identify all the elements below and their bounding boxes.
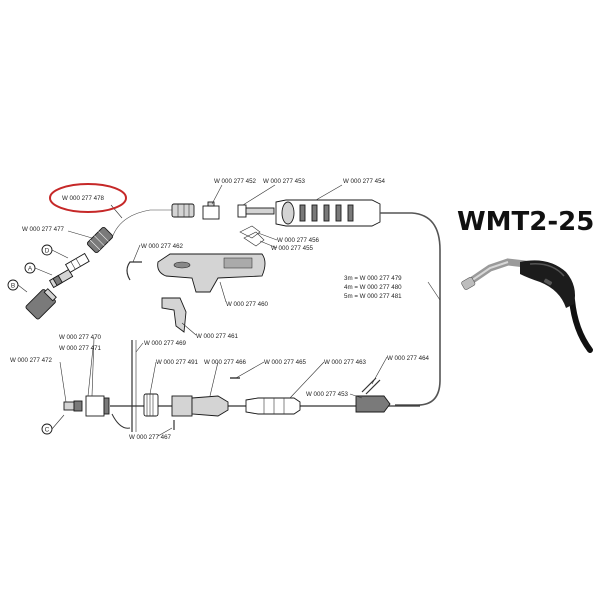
label-453-bottom: W 000 277 453 bbox=[306, 391, 349, 398]
label-455: W 000 277 455 bbox=[271, 245, 314, 252]
label-453-top: W 000 277 453 bbox=[263, 178, 306, 185]
label-477: W 000 277 477 bbox=[22, 226, 65, 233]
letter-A: A bbox=[28, 266, 33, 273]
label-460: W 000 277 460 bbox=[226, 301, 269, 308]
part-labels: W 000 277 478 W 000 277 477 W 000 277 45… bbox=[10, 178, 430, 441]
highlight-ellipse bbox=[49, 183, 127, 213]
label-467: W 000 277 467 bbox=[129, 434, 172, 441]
label-452: W 000 277 452 bbox=[214, 178, 257, 185]
lower-handle-assembly bbox=[63, 340, 420, 432]
torch-product-image bbox=[461, 258, 593, 353]
label-471: W 000 277 471 bbox=[59, 345, 102, 352]
part-A-tip bbox=[48, 268, 74, 289]
label-466: W 000 277 466 bbox=[204, 359, 247, 366]
label-491: W 000 277 491 bbox=[156, 359, 199, 366]
part-461-trigger bbox=[161, 297, 187, 333]
letter-markers: A B C D bbox=[7, 244, 69, 435]
part-455-456-clip bbox=[239, 225, 265, 247]
label-478: W 000 277 478 bbox=[62, 195, 105, 202]
model-title: WMT2-25 bbox=[457, 207, 594, 237]
label-456: W 000 277 456 bbox=[277, 237, 320, 244]
label-479: 3m = W 000 277 479 bbox=[344, 275, 402, 282]
letter-D: D bbox=[45, 248, 50, 255]
part-452-connector bbox=[202, 201, 220, 220]
upper-cable-assembly bbox=[86, 203, 195, 254]
label-472: W 000 277 472 bbox=[10, 357, 53, 364]
leader-lines bbox=[59, 184, 441, 437]
letter-C: C bbox=[45, 427, 50, 434]
part-453-coupling bbox=[237, 204, 275, 218]
label-470: W 000 277 470 bbox=[59, 334, 102, 341]
label-481: 5m = W 000 277 481 bbox=[344, 293, 402, 300]
part-B-nozzle bbox=[25, 288, 57, 320]
label-462: W 000 277 462 bbox=[141, 243, 184, 250]
label-469: W 000 277 469 bbox=[144, 340, 187, 347]
part-D-diffuser bbox=[64, 252, 90, 273]
label-454: W 000 277 454 bbox=[343, 178, 386, 185]
label-461: W 000 277 461 bbox=[196, 333, 239, 340]
part-454-handle-grip bbox=[275, 199, 381, 227]
label-465: W 000 277 465 bbox=[264, 359, 307, 366]
label-463: W 000 277 463 bbox=[324, 359, 367, 366]
label-464: W 000 277 464 bbox=[387, 355, 430, 362]
label-480: 4m = W 000 277 480 bbox=[344, 284, 402, 291]
letter-B: B bbox=[11, 283, 15, 290]
cable-loop bbox=[380, 212, 441, 406]
part-460-handle-shell bbox=[157, 253, 266, 293]
part-462-trigger-spring bbox=[126, 261, 142, 281]
